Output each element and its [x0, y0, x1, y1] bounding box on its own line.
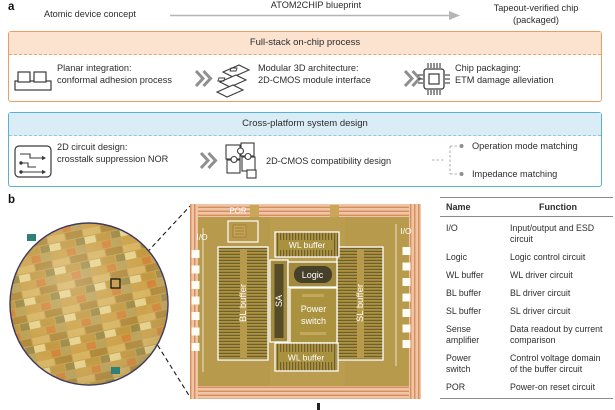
outcome-1-text: Operation mode matching [472, 141, 578, 151]
chip-package-icon [418, 63, 450, 95]
flow-source-text: Atomic device concept [44, 9, 136, 19]
flow-arrow [170, 11, 460, 20]
panel-b-label: b [8, 194, 16, 206]
stacked-layers-icon [215, 64, 251, 98]
table-row: WL buffer WL driver circuit [440, 270, 613, 281]
chip-micrograph: POR I/O I/O BL buffer SL buffer WL buffe… [190, 204, 421, 399]
wl-buffer-top-label: WL buffer [289, 240, 326, 250]
onchip-step-3-text: Chip packaging: ETM damage alleviation [455, 63, 554, 87]
io-pads-left [191, 250, 200, 351]
table-row: Logic Logic control circuit [440, 252, 613, 263]
partial-mark [317, 403, 320, 410]
arrow-dot-icon [459, 144, 464, 148]
bl-buffer-label: BL buffer [238, 284, 249, 322]
table-header-row: Name Function [440, 198, 613, 217]
onchip-process-box: Full-stack on-chip process [8, 31, 602, 102]
cell-name: WL buffer [446, 270, 484, 280]
onchip-step-3-line2: ETM damage alleviation [455, 74, 554, 85]
cell-function: Input/output and ESD circuit [510, 223, 595, 244]
planar-stack-icon [14, 71, 52, 91]
table-row: Power switch Control voltage domain of t… [440, 353, 613, 375]
cell-name: Logic [446, 252, 468, 262]
power-switch-label-line2: switch [301, 316, 326, 326]
double-chevron-icon [200, 152, 218, 170]
sl-buffer-label: SL buffer [355, 284, 366, 322]
wafer-photo [9, 222, 169, 386]
panel-a-label: a [8, 1, 15, 13]
onchip-step-1-text: Planar integration: conformal adhesion p… [57, 63, 172, 87]
flow-target-line2: (packaged) [513, 14, 559, 25]
cell-name: I/O [446, 223, 458, 233]
table-row: POR Power-on reset circuit [440, 382, 613, 393]
chip-legend-table: Name Function I/O Input/output and ESD c… [440, 197, 613, 399]
onchip-step-1-line2: conformal adhesion process [57, 74, 172, 85]
cell-function: BL driver circuit [510, 288, 571, 298]
cell-function: SL driver circuit [510, 306, 571, 316]
sense-amplifier-label: SA [274, 295, 284, 307]
arrow-dot-icon [459, 172, 464, 176]
table-row: Sense amplifier Data readout by current … [440, 324, 613, 346]
cell-function: Control voltage domain of the buffer cir… [510, 353, 601, 374]
system-design-box: Cross-platform system design [8, 112, 602, 187]
system-step-1-line2: crosstalk suppression NOR [57, 153, 169, 164]
wl-buffer-bottom-label: WL buffer [288, 353, 325, 363]
wafer-die-mark [27, 234, 36, 241]
system-step-2-text: 2D-CMOS compatibility design [266, 156, 391, 168]
onchip-step-2-text: Modular 3D architecture: 2D-CMOS module … [258, 63, 371, 87]
wafer-die-mark [111, 367, 120, 374]
cell-function: Power-on reset circuit [510, 382, 596, 392]
system-step-2-line1: 2D-CMOS compatibility design [266, 156, 392, 166]
puzzle-icon [225, 142, 257, 179]
io-right-label: I/O [400, 226, 412, 236]
nor-circuit-icon [14, 145, 52, 178]
cell-name: SL buffer [446, 306, 482, 316]
flow-target-text: Tapeout-verified chip (packaged) [460, 3, 612, 26]
logic-label: Logic [302, 270, 324, 280]
cell-name: BL buffer [446, 288, 482, 298]
onchip-step-1-line1: Planar integration: [57, 63, 132, 73]
double-chevron-icon [195, 70, 213, 88]
cell-name: Sense amplifier [446, 324, 480, 345]
system-box-title: Cross-platform system design [9, 113, 601, 136]
cell-name: Power switch [446, 353, 471, 374]
outcome-2-text: Impedance matching [472, 169, 558, 179]
table-header-function: Function [539, 202, 577, 212]
cell-function: WL driver circuit [510, 270, 573, 280]
onchip-step-2-line1: Modular 3D architecture: [258, 63, 359, 73]
power-switch-label-line1: Power [301, 304, 327, 314]
io-left-label: I/O [196, 232, 208, 242]
table-row: BL buffer BL driver circuit [440, 288, 613, 299]
por-region [227, 220, 259, 243]
onchip-box-title: Full-stack on-chip process [9, 32, 601, 55]
system-step-1-text: 2D circuit design: crosstalk suppression… [57, 142, 168, 166]
table-header-name: Name [446, 202, 471, 212]
flow-target-line1: Tapeout-verified chip [493, 3, 579, 13]
onchip-step-3-line1: Chip packaging: [455, 63, 521, 73]
cell-function: Data readout by current comparison [510, 324, 603, 345]
por-label: POR [229, 207, 247, 216]
flow-arrow-label: ATOM2CHIP blueprint [270, 0, 362, 10]
system-step-1-line1: 2D circuit design: [57, 142, 128, 152]
io-pads-right [402, 247, 411, 348]
cell-name: POR [446, 382, 466, 392]
cell-function: Logic control circuit [510, 252, 586, 262]
onchip-step-2-line2: 2D-CMOS module interface [258, 74, 371, 85]
table-row: SL buffer SL driver circuit [440, 306, 613, 317]
table-row: I/O Input/output and ESD circuit [440, 223, 613, 245]
wafer-zoom-marker [110, 278, 121, 289]
power-switch-region [289, 287, 338, 344]
branch-connector [432, 144, 464, 176]
